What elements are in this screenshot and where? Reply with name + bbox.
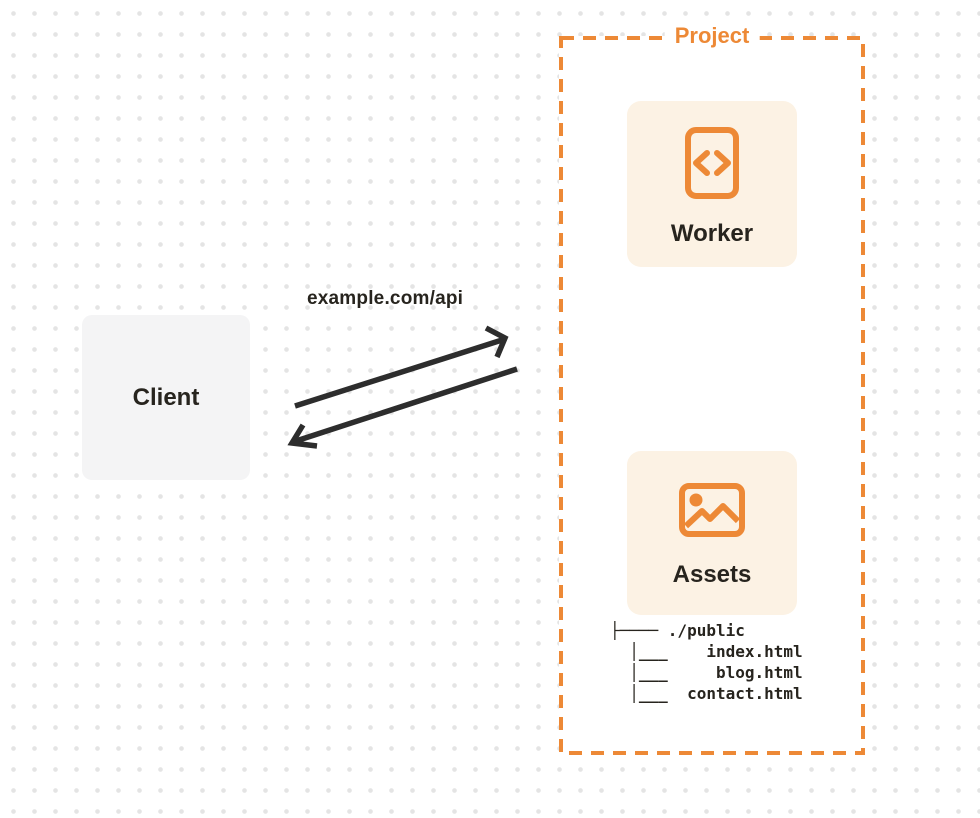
request-url-label: example.com/api: [307, 288, 464, 309]
response-arrow-shaft: [295, 366, 518, 444]
image-icon: [679, 483, 745, 537]
assets-file-tree: ├──── ./public │___ index.html │___ blog…: [610, 621, 803, 703]
project-group: Project Worker Assets ├──── ./public │__…: [559, 22, 865, 755]
code-document-icon: [685, 127, 739, 199]
assets-label: Assets: [672, 561, 752, 588]
client-node: Client: [82, 315, 250, 480]
client-label: Client: [132, 383, 200, 411]
response-arrowhead-icon: [287, 423, 318, 449]
request-arrow-shaft: [294, 337, 503, 409]
worker-label: Worker: [670, 220, 754, 247]
project-dashed-border: [559, 36, 865, 755]
worker-node: Worker: [627, 101, 797, 267]
project-label: Project: [664, 22, 760, 50]
assets-node: Assets: [627, 451, 797, 615]
request-arrowhead-icon: [484, 325, 509, 359]
